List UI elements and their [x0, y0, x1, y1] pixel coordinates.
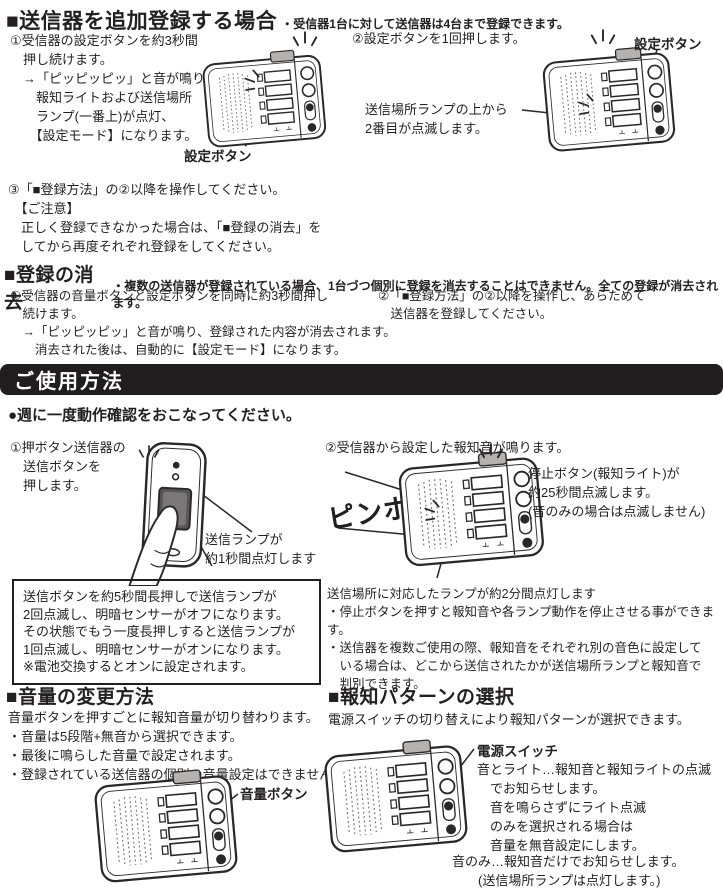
receiver-illustration-2 [540, 38, 690, 170]
add-section-heading-row: ■送信器を追加登録する場合 ・受信器1台に対して送信器は4台まで登録できます。 [6, 5, 569, 35]
flash-icon [138, 444, 160, 461]
usage-right-notes: 送信場所に対応したランプが約2分間点灯します ・停止ボタンを押すと報知音や各ラン… [327, 587, 715, 691]
add-step3-text: ③「■登録方法」の②以降を操作してください。 【ご注意】 正しく登録できなかった… [8, 182, 322, 254]
volume-section-text: 音量ボタンを押すごとに報知音量が切り替わります。 ・音量は5段階+無音から選択で… [8, 710, 345, 782]
pattern-section-heading: ■報知パターンの選択 [328, 687, 515, 708]
pattern-mode2-text: 音のみ…報知音だけでお知らせします。 (送信場所ランプは点灯します。) [452, 854, 685, 888]
usage-lead-text: ●週に一度動作確認をおこなってください。 [8, 407, 301, 424]
set-button-label-1: 設定ボタン [184, 149, 252, 164]
receiver-illustration-5 [320, 738, 485, 864]
power-switch-label: 電源スイッチ [477, 744, 558, 759]
add-step1-text: ①受信器の設定ボタンを約3秒間 押し続けます。 →「ピッピッピッ」と音が鳴り、 … [10, 33, 218, 143]
stop-button-label: 停止ボタン(報知ライト)が 約25秒間点滅します。 (音のみの場合は点滅しません… [528, 466, 706, 519]
add-section-heading: ■送信器を追加登録する場合 [6, 10, 278, 33]
usage-step1-text: ①押ボタン送信器の 送信ボタンを 押します。 [10, 440, 126, 493]
flash-icon [292, 30, 318, 50]
usage-step2-text: ②受信器から設定した報知音が鳴ります。 [325, 440, 570, 455]
add-step2-text: ②設定ボタンを1回押します。 [352, 31, 526, 46]
erase-step2-text: ②「■登録方法」の②以降を操作し、あらためて 送信器を登録してください。 [378, 289, 646, 321]
usage-section-banner: ご使用方法 [0, 364, 723, 395]
add-section-note: ・受信器1台に対して送信器は4台まで登録できます。 [281, 17, 569, 31]
erase-section-heading: ■登録の消去 [4, 265, 94, 313]
flash-icon [478, 442, 504, 462]
lamp-blink-label: 送信場所ランプの上から 2番目が点滅します。 [365, 102, 508, 136]
receiver-illustration-4 [90, 768, 255, 894]
pattern-section-lead: 電源スイッチの切り替えにより報知パターンが選択できます。 [328, 712, 690, 727]
erase-section-heading-row: ■登録の消去 ・複数の送信器が登録されている場合、1台づつ個別に登録を消去するこ… [4, 260, 723, 314]
erase-step1-text: ①受信器の音量ボタンと設定ボタンを同時に約3秒間押し 続けます。 →「ピッピッピ… [10, 289, 396, 357]
send-lamp-label: 送信ランプが 約1秒間点灯します [205, 532, 317, 566]
volume-button-label: 音量ボタン [240, 787, 308, 802]
sensor-note-box: 送信ボタンを約5秒間長押しで送信ランプが 2回点滅し、明暗センサーがオフになりま… [12, 579, 321, 685]
set-button-label-2: 設定ボタン [634, 37, 702, 52]
volume-section-heading: ■音量の変更方法 [6, 687, 155, 708]
usage-banner-title: ご使用方法 [14, 371, 124, 393]
pattern-mode1-text: 音とライト…報知音と報知ライトの点滅 でお知らせします。 音を鳴らさずにライト点… [477, 762, 712, 853]
flash-icon [590, 28, 616, 48]
erase-section-note: ・複数の送信器が登録されている場合、1台づつ個別に登録を消去することはできません… [112, 279, 719, 310]
